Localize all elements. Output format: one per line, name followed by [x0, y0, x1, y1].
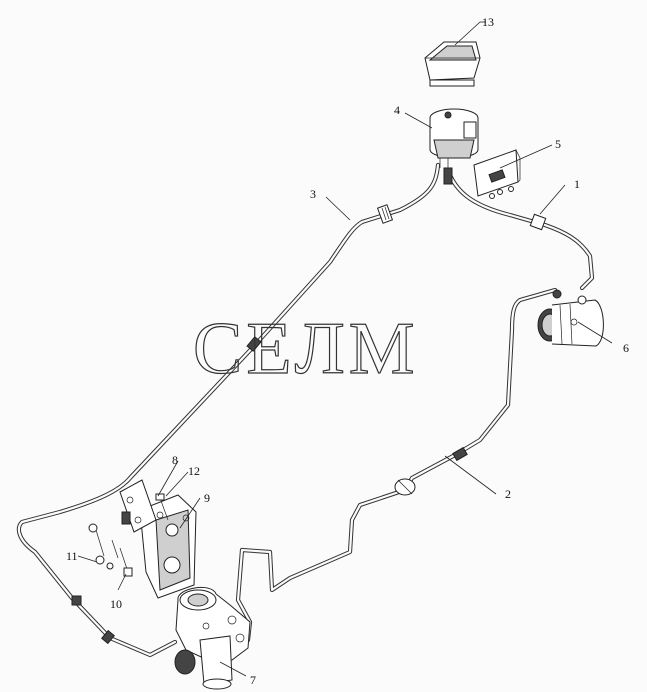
mounting-plate-8 [119, 479, 157, 533]
callout-11: 11 [66, 549, 78, 563]
pipe-3-clamp [376, 204, 394, 224]
callout-9: 9 [204, 491, 210, 505]
bolts-12 [155, 493, 169, 521]
pipe-3-fittings [71, 336, 262, 645]
callout-labels: 13 4 5 1 3 6 2 7 8 12 9 10 11 [66, 15, 629, 687]
watermark-text: СЕЛМ [193, 308, 419, 390]
callout-3: 3 [310, 187, 316, 201]
pipe-1-clamp [529, 213, 547, 231]
callout-2: 2 [505, 487, 511, 501]
callout-6: 6 [623, 341, 629, 355]
callout-13: 13 [482, 15, 494, 29]
leader-lines [77, 21, 613, 677]
pipe-3 [16, 162, 441, 658]
callout-10: 10 [110, 597, 122, 611]
steering-gear-7 [174, 586, 251, 690]
callout-12: 12 [188, 464, 200, 478]
nut-11 [88, 523, 119, 570]
pipe-2 [235, 287, 558, 643]
pipe-2-fittings [394, 446, 468, 496]
callout-1: 1 [574, 177, 580, 191]
callout-4: 4 [394, 103, 400, 117]
callout-7: 7 [250, 673, 256, 687]
callout-5: 5 [555, 137, 561, 151]
pipe-1 [445, 167, 595, 291]
reservoir-cap-13 [424, 41, 481, 87]
bolt-10 [119, 547, 133, 577]
callout-8: 8 [172, 453, 178, 467]
bracket-5 [473, 149, 521, 199]
oil-reservoir-4 [429, 108, 479, 185]
steering-pump-6 [537, 289, 604, 347]
gear-bracket-9 [139, 494, 197, 599]
